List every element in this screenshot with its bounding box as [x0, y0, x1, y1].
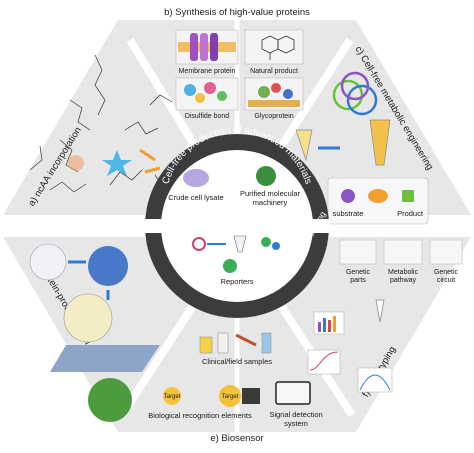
genetic-circuit-label-1: Genetic	[434, 269, 459, 276]
recognition-label: Biological recognition elements	[148, 411, 252, 420]
metabolic-pathway-image	[383, 239, 423, 265]
gel-slab-image	[50, 345, 160, 372]
reporter-tube-icon	[233, 235, 247, 253]
trna-star-image	[102, 148, 161, 176]
gel-sphere-image	[88, 246, 128, 286]
crude-lysate-label: Crude cell lysate	[168, 193, 223, 202]
recognition-elements-image	[163, 385, 260, 407]
product-shape	[402, 190, 414, 202]
panel-e: Clinical/field samples Target Target Bio…	[148, 332, 323, 444]
signal-monitor-image	[275, 381, 311, 405]
target-label-1: Target	[164, 394, 181, 400]
reporter-dot-2	[272, 242, 280, 250]
disulfide-bond-image	[175, 77, 239, 111]
membrane-protein-label: Membrane protein	[179, 68, 236, 75]
reporter-plasmid-icon	[192, 237, 206, 251]
natural-product-image	[244, 29, 304, 65]
panel-f: f) Prototyping Genetic parts Metabolic p…	[307, 239, 463, 399]
substrate-shape	[341, 189, 355, 203]
glycoprotein-image	[244, 77, 304, 111]
genetic-parts-label-1: Genetic	[346, 269, 371, 276]
genetic-parts-image	[339, 239, 377, 265]
metabolic-pathway-label-2: pathway	[390, 277, 417, 284]
substrate-label: substrate	[333, 209, 364, 218]
genetic-circuit-label-2: circuit	[437, 277, 455, 284]
purified-machinery-image	[256, 166, 276, 186]
center-hub: Cell-free production of advanced materia…	[144, 125, 330, 318]
reporter-dot-1	[261, 237, 271, 247]
glycoprotein-label: Glycoprotein	[254, 113, 293, 120]
reporter-protein-icon	[223, 259, 237, 273]
pipette-image	[375, 299, 385, 323]
disulfide-bond-label: Disulfide bond	[185, 113, 229, 120]
reporters-label: Reporters	[221, 277, 254, 286]
center-divider-band	[144, 219, 330, 233]
ncaa-highlight	[68, 155, 84, 171]
genetic-circuit-image	[429, 239, 463, 265]
natural-product-label: Natural product	[250, 68, 298, 75]
metabolic-pathway-label-1: Metabolic	[388, 269, 418, 276]
gel-mesh-image	[29, 243, 67, 281]
signal-label-2: system	[284, 419, 308, 428]
enzyme-shape	[368, 189, 388, 203]
gel-zoom-image	[63, 293, 113, 343]
crude-lysate-image	[183, 169, 209, 187]
signal-label-1: Signal detection	[269, 410, 322, 419]
result-plots-image	[307, 311, 393, 393]
membrane-protein-image	[175, 29, 239, 65]
purified-label-2: machinery	[253, 198, 288, 207]
gel-sphere-green-image	[88, 378, 132, 422]
genetic-parts-label-2: parts	[350, 277, 366, 284]
panel-b-title: b) Synthesis of high-value proteins	[164, 7, 310, 18]
target-label-2: Target	[222, 394, 239, 400]
plasmid-rings-image	[332, 71, 378, 116]
panel-b: b) Synthesis of high-value proteins Memb…	[164, 7, 310, 120]
purified-label-1: Purified molecular	[240, 189, 301, 198]
reaction-tube-image	[295, 119, 391, 166]
samples-label: Clinical/field samples	[202, 357, 272, 366]
panel-e-title: e) Biosensor	[210, 433, 263, 444]
sample-tubes-image	[199, 332, 272, 354]
product-label: Product	[397, 209, 424, 218]
